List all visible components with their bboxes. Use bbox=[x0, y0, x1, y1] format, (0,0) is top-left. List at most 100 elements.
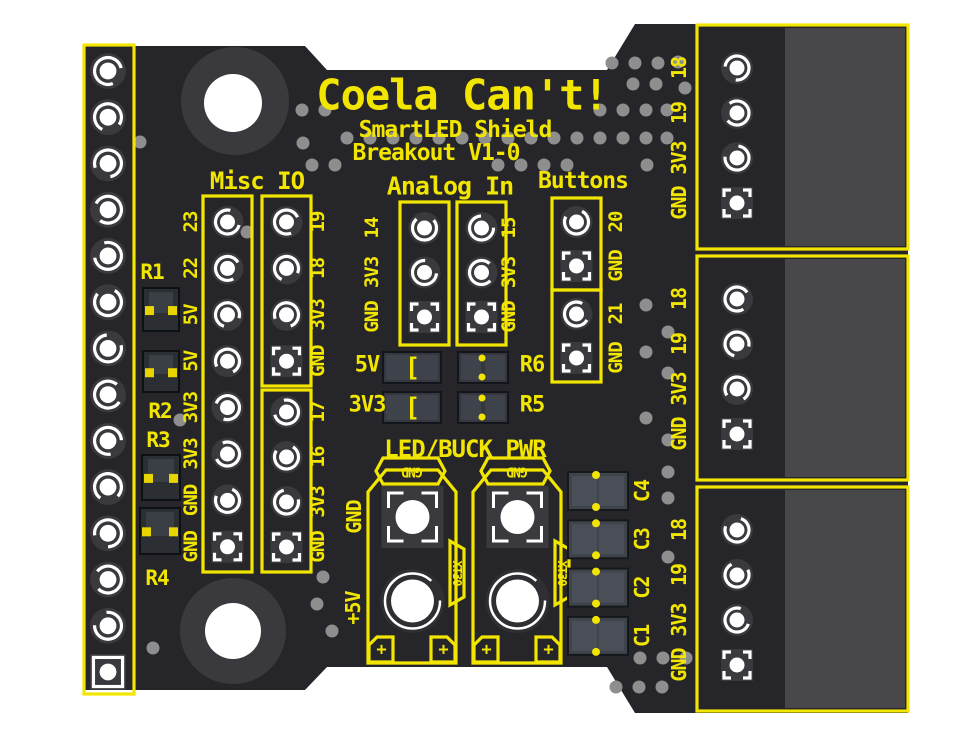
silk-dot bbox=[592, 567, 600, 576]
smd-pad bbox=[599, 524, 624, 555]
misc-io-pin-label: 5V bbox=[180, 304, 202, 325]
smd-pad bbox=[461, 355, 481, 380]
analog-in-pin-label: 3V3 bbox=[361, 256, 383, 288]
via-dot bbox=[661, 325, 675, 339]
via-dot bbox=[633, 651, 647, 665]
plus-mark-box bbox=[472, 635, 500, 664]
smd-pad bbox=[148, 459, 174, 482]
round-pad-hole bbox=[279, 494, 294, 510]
plus-mark: + bbox=[376, 640, 386, 660]
plus-mark-box bbox=[429, 635, 457, 664]
round-pad-hole bbox=[729, 291, 745, 307]
resistor-terminal bbox=[169, 473, 178, 483]
via-dot bbox=[501, 131, 515, 145]
round-pad-hole bbox=[99, 155, 117, 172]
via-dot bbox=[661, 491, 675, 505]
round-pad-ring bbox=[92, 379, 124, 410]
right-connector-outline bbox=[695, 254, 910, 482]
misc-io-pin-label: GND bbox=[180, 531, 202, 563]
via-dot bbox=[146, 641, 160, 655]
via-dot bbox=[671, 55, 685, 69]
square-pad-hole bbox=[417, 309, 432, 325]
round-pad-hole bbox=[220, 260, 235, 276]
misc-io-pin-label: 16 bbox=[307, 446, 329, 467]
via-dot bbox=[310, 597, 324, 611]
misc-io-right-header-outline bbox=[260, 388, 313, 574]
resistor-designator: R2 bbox=[148, 399, 171, 423]
via-dot bbox=[593, 103, 607, 117]
round-pad-hole bbox=[279, 404, 294, 420]
round-pad-hole bbox=[569, 214, 584, 230]
round-pad-ring bbox=[213, 486, 242, 514]
xt30-gnd-tab-outline bbox=[479, 456, 552, 486]
mounting-hole bbox=[205, 603, 261, 659]
silk-dot bbox=[592, 503, 600, 511]
smd-pad bbox=[461, 395, 481, 420]
right-connector-pin-label: GND bbox=[667, 416, 691, 450]
round-pad-hole bbox=[279, 307, 294, 323]
round-pad-hole bbox=[220, 446, 235, 462]
round-pad-ring bbox=[723, 54, 751, 82]
plus-mark: + bbox=[481, 640, 491, 660]
xt30-side-tab-outline bbox=[448, 538, 466, 608]
right-connector-body bbox=[785, 28, 905, 246]
via-dot bbox=[305, 158, 319, 172]
round-pad-hole bbox=[729, 612, 745, 628]
analog-in-header-outline bbox=[455, 200, 508, 347]
resistor-designator: R4 bbox=[145, 566, 169, 590]
misc-io-pin-label: GND bbox=[180, 484, 202, 516]
resistor-terminal bbox=[144, 473, 153, 483]
power-rail-label: +5V bbox=[341, 590, 365, 624]
via-dot bbox=[628, 56, 642, 70]
via-dot bbox=[678, 81, 692, 95]
round-pad-ring bbox=[213, 394, 242, 422]
silk-bracket: [ bbox=[405, 393, 420, 423]
xt30-gnd-tab-outline bbox=[374, 456, 447, 486]
round-pad-ring bbox=[213, 301, 242, 329]
capacitor-designator: C2 bbox=[630, 577, 654, 599]
round-pad-hole bbox=[729, 522, 745, 538]
square-pad-hole bbox=[279, 353, 294, 369]
smd-pad bbox=[386, 355, 410, 380]
via-dot bbox=[649, 77, 663, 91]
round-pad-hole bbox=[220, 214, 235, 230]
square-pad-hole bbox=[569, 350, 584, 366]
analog-in-pin-label: 15 bbox=[498, 217, 520, 238]
via-dot bbox=[609, 680, 623, 694]
via-dot bbox=[632, 680, 646, 694]
smd-pad bbox=[599, 620, 624, 651]
round-pad-ring bbox=[723, 606, 751, 634]
via-dot bbox=[547, 131, 561, 145]
plus-mark: + bbox=[438, 640, 448, 660]
square-pad-hole bbox=[279, 539, 294, 555]
round-pad-ring bbox=[92, 564, 124, 595]
round-pad-ring bbox=[723, 561, 751, 589]
round-pad-ring bbox=[92, 240, 124, 271]
via-dot bbox=[640, 158, 654, 172]
right-connector-pin-label: GND bbox=[667, 185, 691, 219]
round-pad-hole bbox=[729, 150, 745, 166]
buttons-header-outline bbox=[550, 288, 603, 384]
via-dot bbox=[560, 158, 574, 172]
via-dot bbox=[661, 550, 675, 564]
via-dot bbox=[409, 131, 423, 145]
square-pad-hole bbox=[729, 195, 745, 211]
round-pad-ring bbox=[92, 194, 124, 225]
round-pad-hole bbox=[729, 336, 745, 352]
analog-in-pin-label: 3V3 bbox=[498, 256, 520, 288]
resistor-terminal bbox=[168, 306, 177, 316]
via-dot bbox=[296, 136, 310, 150]
via-dot bbox=[173, 413, 187, 427]
xt30-connector-label: XT30 bbox=[555, 561, 569, 587]
analog-in-pin-label: GND bbox=[361, 301, 383, 333]
xt30-connector-label: XT30 bbox=[450, 561, 464, 587]
via-dot bbox=[240, 225, 254, 239]
silk-dot bbox=[592, 471, 600, 479]
right-connector-pin-label: 19 bbox=[667, 333, 691, 355]
right-connector-body bbox=[785, 259, 905, 477]
misc-io-pin-label: 22 bbox=[180, 258, 202, 279]
round-pad-hole bbox=[99, 432, 117, 450]
round-pad-ring bbox=[410, 258, 439, 287]
via-dot bbox=[386, 131, 400, 145]
